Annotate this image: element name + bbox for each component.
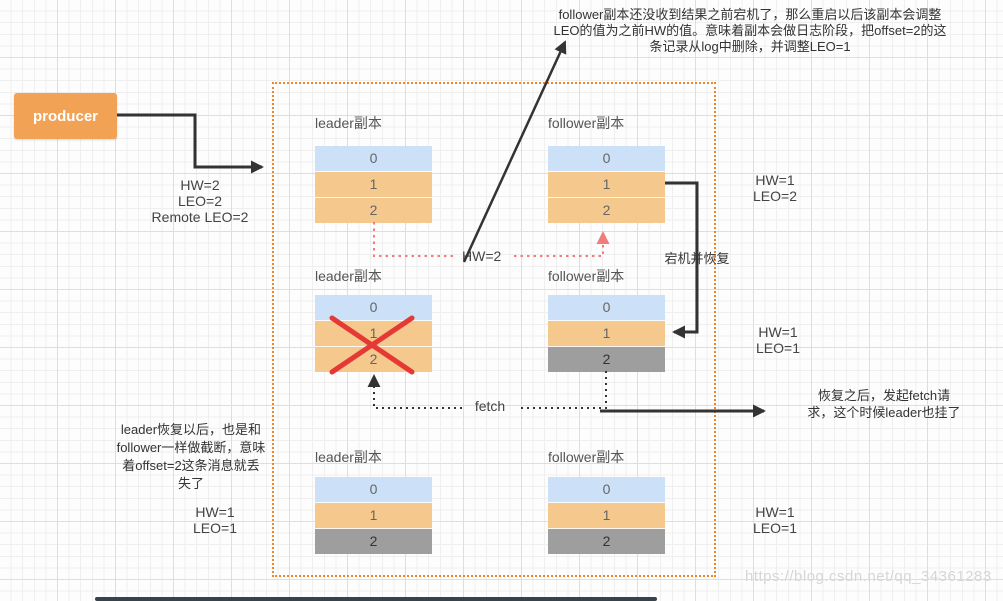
hw2-line-label: HW=2 bbox=[462, 248, 502, 264]
recover-fetch-note: 恢复之后，发起fetch请 求，这个时候leader也挂了 bbox=[807, 388, 961, 420]
top-annotation: follower副本还没收到结果之前宕机了，那么重启以后该副本会调整 LEO的值… bbox=[553, 7, 947, 54]
fetch-label: fetch bbox=[474, 398, 506, 414]
follower-bottom-label: follower副本 bbox=[548, 449, 625, 465]
producer-box: producer bbox=[14, 93, 117, 139]
horizontal-scrollbar-thumb[interactable] bbox=[95, 597, 657, 601]
crash-recover-label: 宕机并恢复 bbox=[664, 251, 730, 266]
log-row: 0 bbox=[548, 477, 665, 503]
log-row: 0 bbox=[315, 477, 432, 503]
log-row: 2 bbox=[548, 529, 665, 554]
log-row: 0 bbox=[315, 295, 432, 321]
log-row: 1 bbox=[548, 503, 665, 529]
leader-bottom-table: 0 1 2 bbox=[315, 477, 432, 554]
leader-mid-label: leader副本 bbox=[315, 268, 382, 284]
leader-mid-table: 0 1 2 bbox=[315, 295, 432, 372]
log-row: 0 bbox=[315, 146, 432, 172]
watermark: https://blog.csdn.net/qq_34361283 bbox=[745, 568, 992, 585]
follower-top-stats: HW=1 LEO=2 bbox=[753, 172, 797, 204]
log-row: 2 bbox=[548, 347, 665, 372]
leader-bottom-stats: HW=1 LEO=1 bbox=[193, 504, 237, 536]
log-row: 1 bbox=[548, 172, 665, 198]
log-row: 2 bbox=[548, 198, 665, 223]
log-row: 0 bbox=[548, 146, 665, 172]
log-row: 2 bbox=[315, 529, 432, 554]
producer-to-leader-arrow bbox=[117, 113, 264, 174]
log-row: 1 bbox=[315, 321, 432, 347]
producer-label: producer bbox=[32, 107, 98, 125]
log-row: 2 bbox=[315, 347, 432, 372]
follower-mid-label: follower副本 bbox=[548, 268, 625, 284]
log-row: 1 bbox=[315, 503, 432, 529]
leader-bottom-label: leader副本 bbox=[315, 449, 382, 465]
follower-mid-stats: HW=1 LEO=1 bbox=[756, 324, 800, 356]
log-row: 2 bbox=[315, 198, 432, 223]
leader-truncate-note: leader恢复以后，也是和 follower一样做截断，意味 着offset=… bbox=[116, 422, 266, 491]
follower-mid-table: 0 1 2 bbox=[548, 295, 665, 372]
follower-top-table: 0 1 2 bbox=[548, 146, 665, 223]
follower-bottom-stats: HW=1 LEO=1 bbox=[753, 504, 797, 536]
log-row: 1 bbox=[315, 172, 432, 198]
producer-stats: HW=2 LEO=2 Remote LEO=2 bbox=[151, 177, 249, 225]
follower-bottom-table: 0 1 2 bbox=[548, 477, 665, 554]
log-row: 1 bbox=[548, 321, 665, 347]
follower-top-label: follower副本 bbox=[548, 115, 625, 131]
log-row: 0 bbox=[548, 295, 665, 321]
leader-top-table: 0 1 2 bbox=[315, 146, 432, 223]
leader-top-label: leader副本 bbox=[315, 115, 382, 131]
